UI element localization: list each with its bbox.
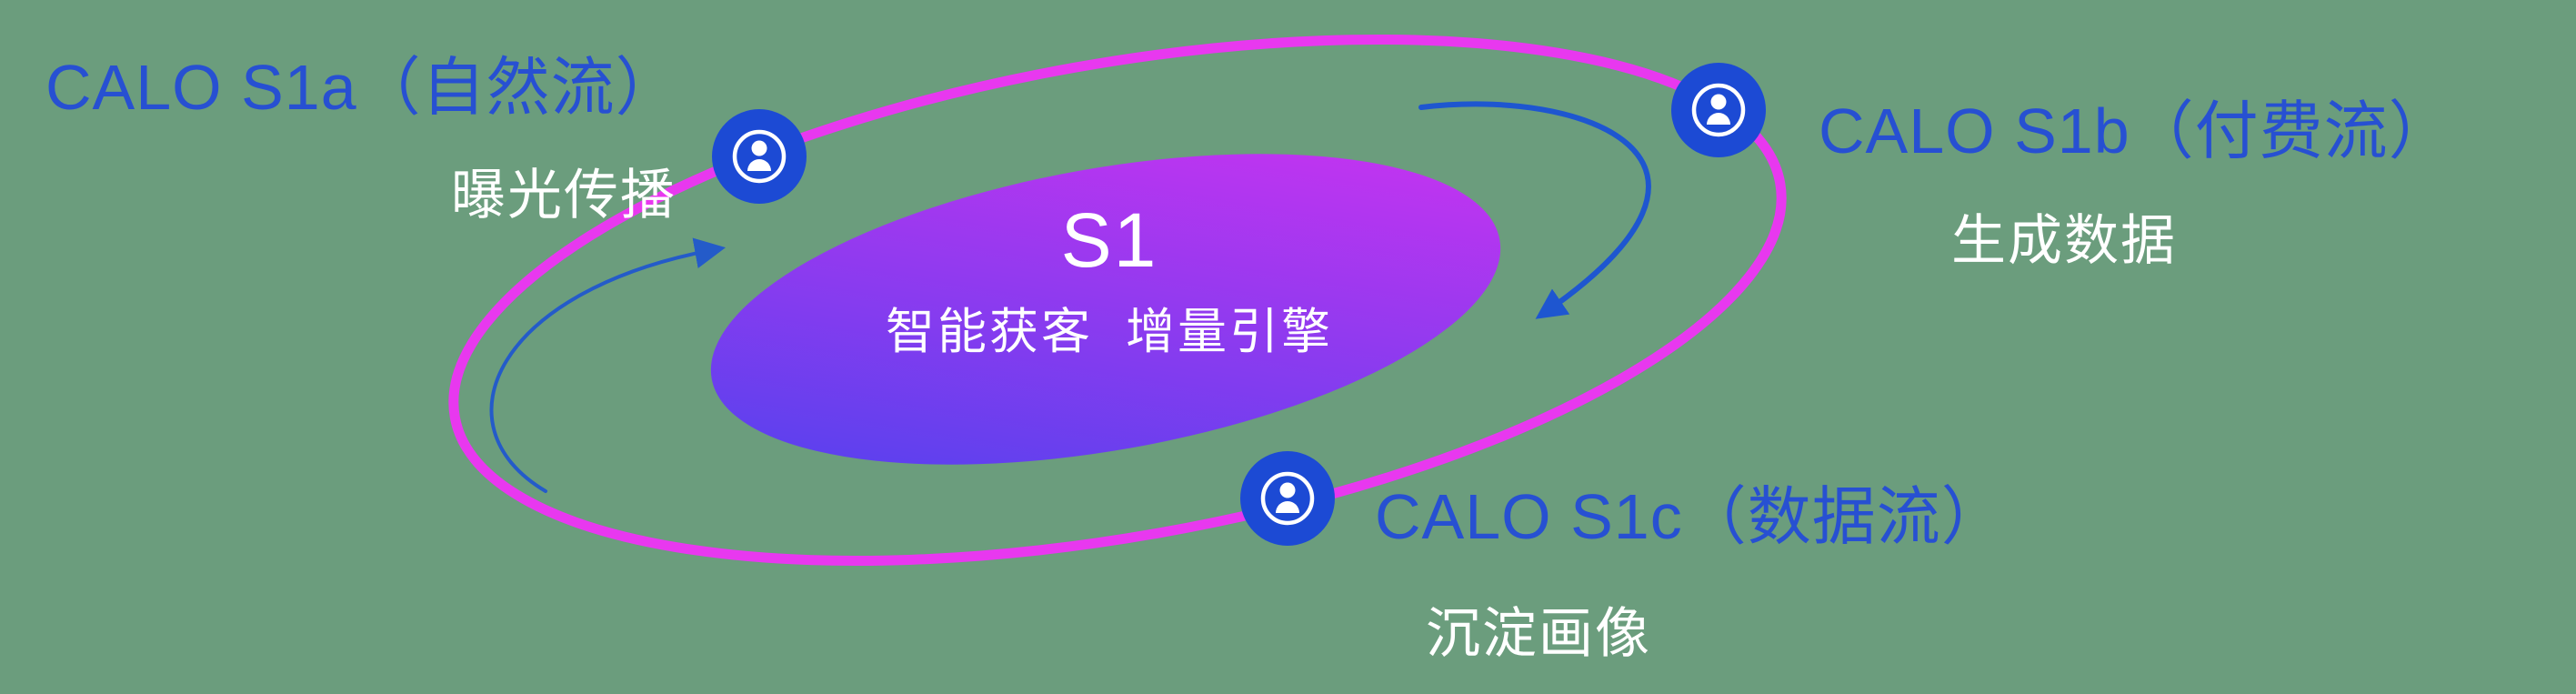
node-s1c-badge xyxy=(1240,451,1335,546)
node-s1a-subtitle: 曝光传播 xyxy=(451,165,677,226)
core-title: S1 xyxy=(1060,197,1158,283)
user-icon xyxy=(1260,471,1315,526)
node-s1b-badge xyxy=(1671,63,1766,157)
user-icon xyxy=(1691,83,1746,137)
node-s1c-title: CALO S1c（数据流） xyxy=(1375,481,2006,552)
node-s1a-badge xyxy=(712,109,807,204)
flow-arrow-left xyxy=(489,237,727,493)
orbit-ring xyxy=(448,35,1787,566)
user-icon xyxy=(732,129,787,184)
node-s1c-subtitle: 沉淀画像 xyxy=(1426,603,1651,664)
flow-arrow-right xyxy=(1418,101,1651,319)
node-s1a-title: CALO S1a（自然流） xyxy=(45,52,680,123)
node-s1b-title: CALO S1b（付费流） xyxy=(1819,96,2453,166)
node-s1b-subtitle: 生成数据 xyxy=(1951,210,2177,271)
core-subtitle: 智能获客 增量引擎 xyxy=(885,305,1333,359)
core-text-block: S1 智能获客 增量引擎 xyxy=(833,202,1386,363)
core-ellipse xyxy=(710,154,1501,465)
